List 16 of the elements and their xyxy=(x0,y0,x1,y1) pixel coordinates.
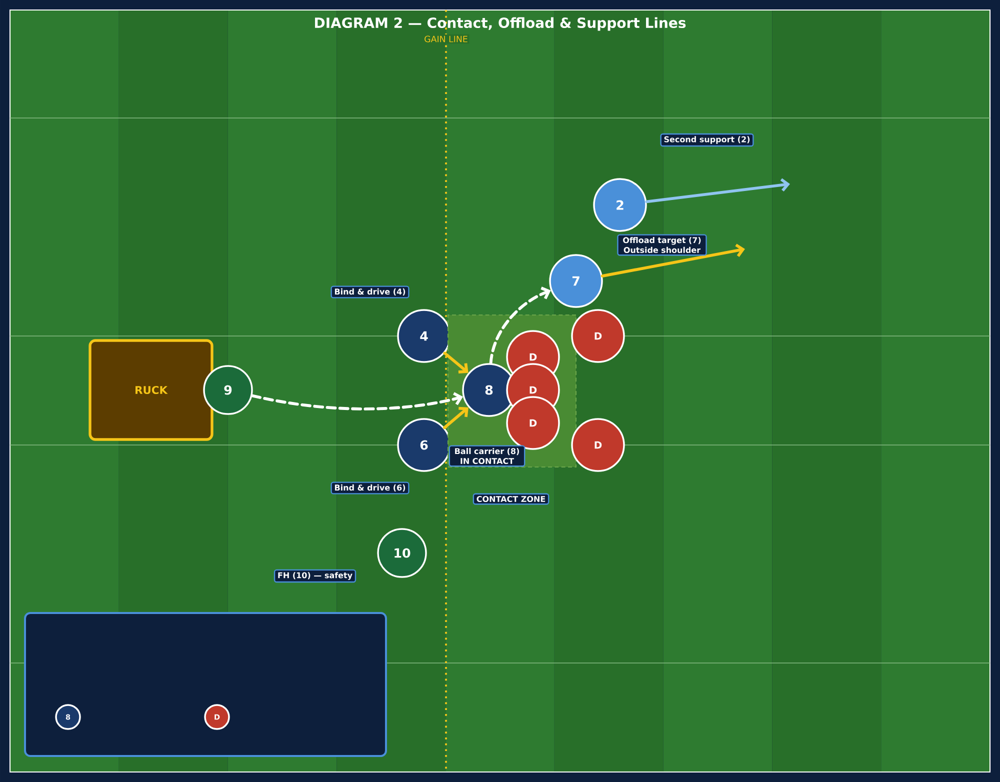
arrow xyxy=(600,244,745,278)
dashed-arrow xyxy=(250,392,464,410)
arrow xyxy=(443,406,468,430)
callout-label: FH (10) — safety xyxy=(274,569,356,583)
dashed-arrow xyxy=(489,286,551,365)
callout-label: Second support (2) xyxy=(660,133,754,147)
arrow xyxy=(443,352,468,374)
title: DIAGRAM 2 — Contact, Offload & Support Lines xyxy=(315,17,686,31)
legend-panel xyxy=(24,612,387,757)
arrow xyxy=(645,178,790,204)
zone-label: CONTACT ZONE xyxy=(472,493,550,505)
callout-label: Bind & drive (4) xyxy=(330,286,410,298)
callout-label: Ball carrier (8) IN CONTACT xyxy=(448,445,526,467)
callout-label: Bind & drive (6) xyxy=(330,482,410,494)
ruck-box: RUCK xyxy=(88,339,214,441)
callout-label: Offload target (7) Outside shoulder xyxy=(617,234,707,256)
